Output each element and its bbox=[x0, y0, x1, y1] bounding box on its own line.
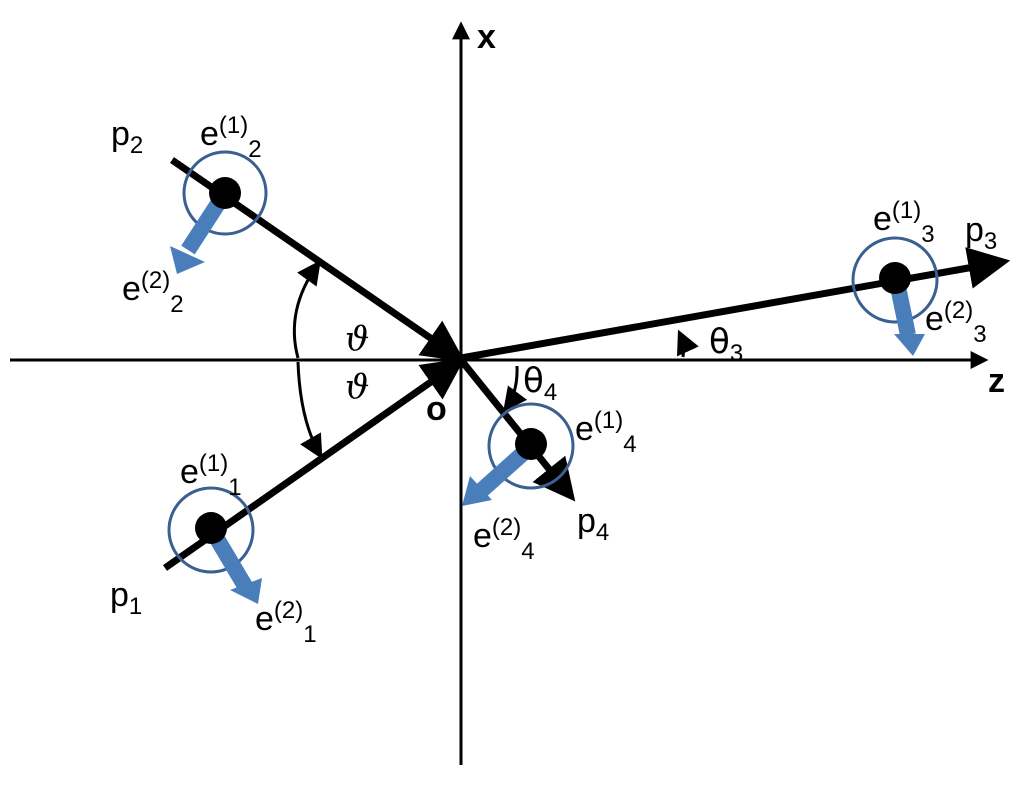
theta4-arc bbox=[503, 365, 528, 412]
particle-2 bbox=[170, 150, 268, 274]
particle-4 bbox=[462, 402, 575, 506]
e1-2-label: e(1)2 bbox=[200, 112, 262, 163]
vartheta-lower-arc bbox=[296, 361, 323, 460]
e2-3-label: e(2)3 bbox=[925, 297, 987, 348]
particle-3 bbox=[851, 236, 939, 356]
p1-label: p1 bbox=[110, 576, 142, 620]
vartheta-lower-label: ϑ bbox=[345, 367, 369, 407]
theta3-label: θ3 bbox=[709, 322, 743, 367]
z-axis-label: z bbox=[988, 362, 1005, 400]
particle-1-spin-circle bbox=[167, 486, 255, 574]
e2-1-arrowhead bbox=[230, 578, 262, 604]
vartheta-upper-arc bbox=[292, 260, 321, 359]
vartheta-upper-label: ϑ bbox=[345, 319, 369, 359]
particle-3-dot bbox=[879, 262, 911, 294]
particle-2-spin-circle bbox=[182, 150, 268, 236]
p2-label: p2 bbox=[111, 115, 143, 159]
particle-3-spin-circle bbox=[851, 236, 939, 324]
particle-4-spin-circle bbox=[487, 402, 575, 490]
e2-4-arrowhead bbox=[462, 476, 492, 506]
p3-label: p3 bbox=[965, 211, 997, 255]
p3-line bbox=[460, 247, 1011, 362]
e1-4-label: e(1)4 bbox=[575, 407, 637, 458]
e2-2-label: e(2)2 bbox=[122, 267, 184, 318]
particle-2-dot bbox=[209, 177, 241, 209]
e2-2-arrowhead bbox=[170, 246, 205, 274]
e2-4-label: e(2)4 bbox=[473, 514, 535, 565]
x-axis-label: x bbox=[477, 18, 496, 56]
e1-3-label: e(1)3 bbox=[873, 197, 935, 248]
p4-label: p4 bbox=[577, 502, 609, 546]
origin-label: o bbox=[426, 390, 447, 428]
particle-1 bbox=[167, 486, 262, 604]
particle-4-dot bbox=[515, 428, 547, 460]
p4-line bbox=[458, 357, 576, 502]
e2-1-label: e(2)1 bbox=[255, 597, 317, 648]
theta4-label: θ4 bbox=[523, 361, 557, 406]
e2-3-arrowhead bbox=[894, 334, 925, 356]
e1-1-label: e(1)1 bbox=[180, 450, 242, 501]
theta3-arc bbox=[677, 329, 699, 358]
particle-1-dot bbox=[195, 512, 227, 544]
